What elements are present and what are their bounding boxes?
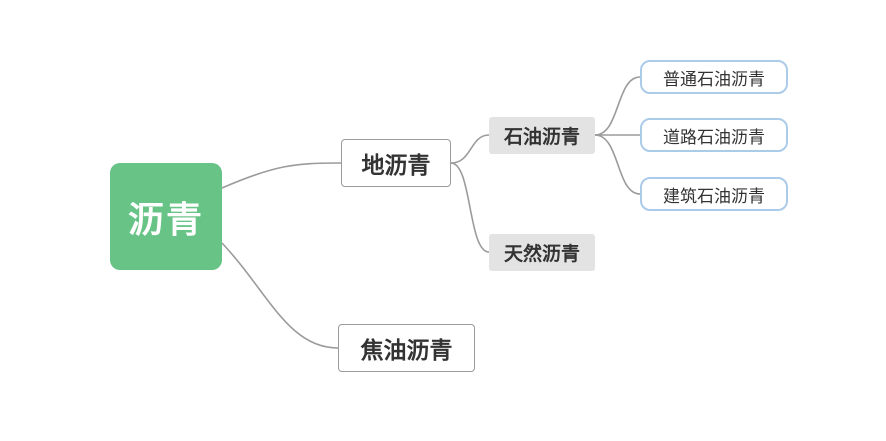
node-ground-asphalt[interactable]: 地沥青 — [341, 139, 451, 187]
edge-ground-to-natural-asphalt — [450, 162, 490, 253]
node-asphalt-root[interactable]: 沥青 — [110, 163, 222, 270]
node-building-petroleum-asphalt[interactable]: 建筑石油沥青 — [640, 177, 788, 211]
node-ordinary-petroleum-asphalt[interactable]: 普通石油沥青 — [640, 60, 788, 94]
edge-petroleum-to-ordinary — [594, 76, 641, 136]
node-petroleum-asphalt[interactable]: 石油沥青 — [489, 117, 595, 154]
node-road-petroleum-asphalt[interactable]: 道路石油沥青 — [640, 118, 788, 152]
edge-root-to-ground-asphalt — [221, 162, 342, 189]
edge-ground-to-petroleum-asphalt — [450, 134, 490, 164]
edge-root-to-tar-asphalt — [221, 242, 339, 349]
node-tar-asphalt[interactable]: 焦油沥青 — [338, 324, 475, 372]
node-natural-asphalt[interactable]: 天然沥青 — [489, 234, 595, 271]
edge-petroleum-to-building — [594, 134, 641, 195]
